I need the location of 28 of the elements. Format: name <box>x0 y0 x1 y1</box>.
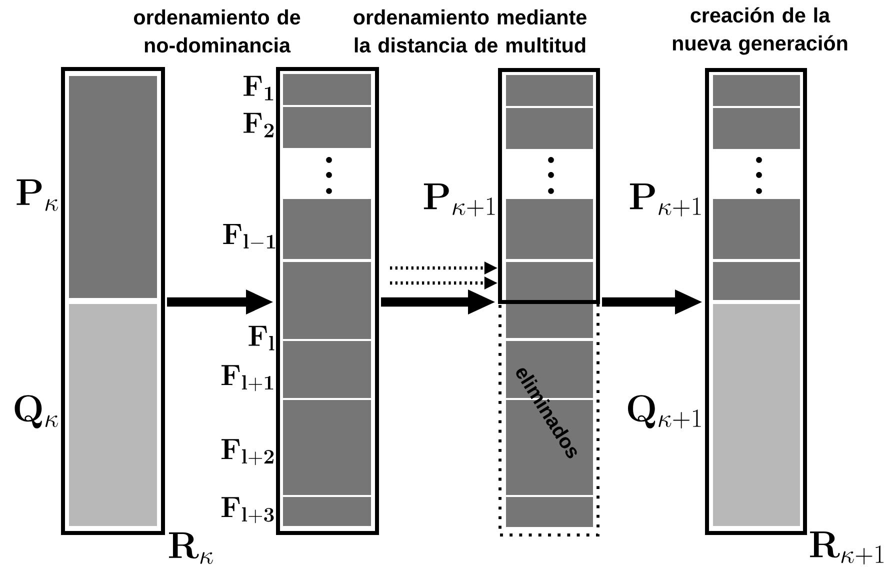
set-label: $\mathbf{F}_{\mathbf{l+3}}$ <box>222 497 274 524</box>
population-box <box>276 67 379 535</box>
set-label: $\mathbf{P}_{\kappa+1}$ <box>424 184 495 216</box>
column-heading: ordenamiento mediante la distancia de multitud <box>354 9 586 53</box>
set-label: $\mathbf{F}_{\mathbf{1}}$ <box>244 76 274 100</box>
population-block <box>713 75 800 106</box>
column-heading: ordenamiento de no-dominancia <box>134 9 300 53</box>
population-block <box>713 262 800 300</box>
population-block <box>506 262 593 338</box>
set-label: $\mathbf{Q}_{\kappa}$ <box>14 395 58 428</box>
set-label: $\mathbf{P}_{\kappa}$ <box>16 179 58 211</box>
population-block <box>713 108 800 149</box>
set-label: $\mathbf{F}_{\mathbf{l-1}}$ <box>223 224 276 248</box>
column-heading: creación de la nueva generación <box>672 7 848 55</box>
population-block <box>506 497 593 527</box>
population-block <box>713 199 800 259</box>
set-label: $\mathbf{F}_{\mathbf{2}}$ <box>244 112 274 138</box>
population-block <box>506 108 593 149</box>
set-label: $\mathbf{R}_{\kappa+1}$ <box>810 532 884 564</box>
population-block <box>506 75 593 106</box>
population-block <box>506 199 593 259</box>
set-label: $\mathbf{P}_{\kappa+1}$ <box>630 184 701 216</box>
set-label: $\mathbf{F}_{\mathbf{l}}$ <box>248 326 274 350</box>
set-label: $\mathbf{Q}_{\kappa+1}$ <box>628 395 701 428</box>
set-label: $\mathbf{F}_{\mathbf{l+1}}$ <box>222 365 274 392</box>
set-label: $\mathbf{F}_{\mathbf{l+2}}$ <box>222 439 274 466</box>
set-label: $\mathbf{R}_{\kappa}$ <box>169 532 213 564</box>
population-box <box>498 68 600 304</box>
